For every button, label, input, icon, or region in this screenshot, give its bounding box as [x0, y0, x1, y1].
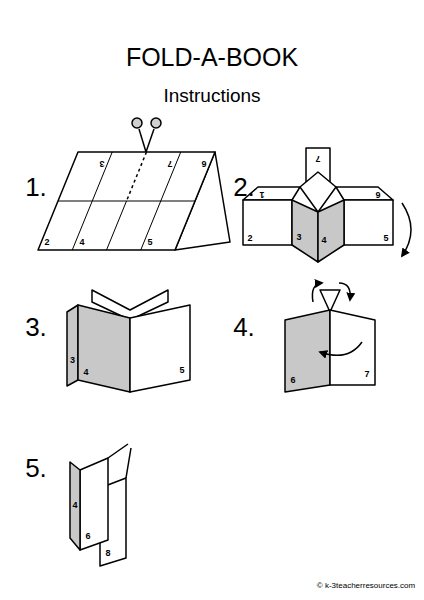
page-number: 1 [259, 190, 264, 199]
page-number: 4 [83, 368, 88, 377]
pushed-sheet [243, 148, 411, 262]
step-number: 3. [25, 314, 47, 340]
scissors [132, 118, 161, 152]
page-number: 6 [201, 159, 206, 168]
folding-book [285, 283, 375, 392]
cross-book [67, 290, 190, 392]
page-number: 7 [167, 159, 172, 168]
page-number: 8 [105, 549, 110, 558]
page-number: 3 [70, 356, 75, 365]
page-number: 2 [44, 238, 49, 247]
page-number: 2 [247, 234, 252, 243]
page-number: 7 [364, 370, 369, 379]
folded-sheet [38, 152, 230, 250]
title: FOLD-A-BOOK [126, 45, 298, 70]
page-number: 4 [72, 501, 77, 510]
page-number: 4 [321, 236, 326, 245]
step-number: 1. [25, 174, 47, 200]
page-number: 4 [79, 238, 84, 247]
page-number: 3 [296, 233, 301, 242]
copyright-note: © k-3teacherresources.com [317, 582, 415, 590]
page-number: 5 [179, 366, 184, 375]
page-number: 5 [147, 238, 152, 247]
finished-book [70, 444, 131, 566]
page-number: 6 [85, 532, 90, 541]
step-number: 2. [233, 174, 255, 200]
page-number: 3 [99, 159, 104, 168]
step-number: 4. [233, 314, 255, 340]
subtitle: Instructions [163, 86, 260, 105]
page-number: 7 [315, 154, 320, 163]
page-number: 5 [383, 234, 388, 243]
page-number: 6 [290, 376, 295, 385]
step-number: 5. [25, 455, 47, 481]
page-number: 6 [375, 190, 380, 199]
